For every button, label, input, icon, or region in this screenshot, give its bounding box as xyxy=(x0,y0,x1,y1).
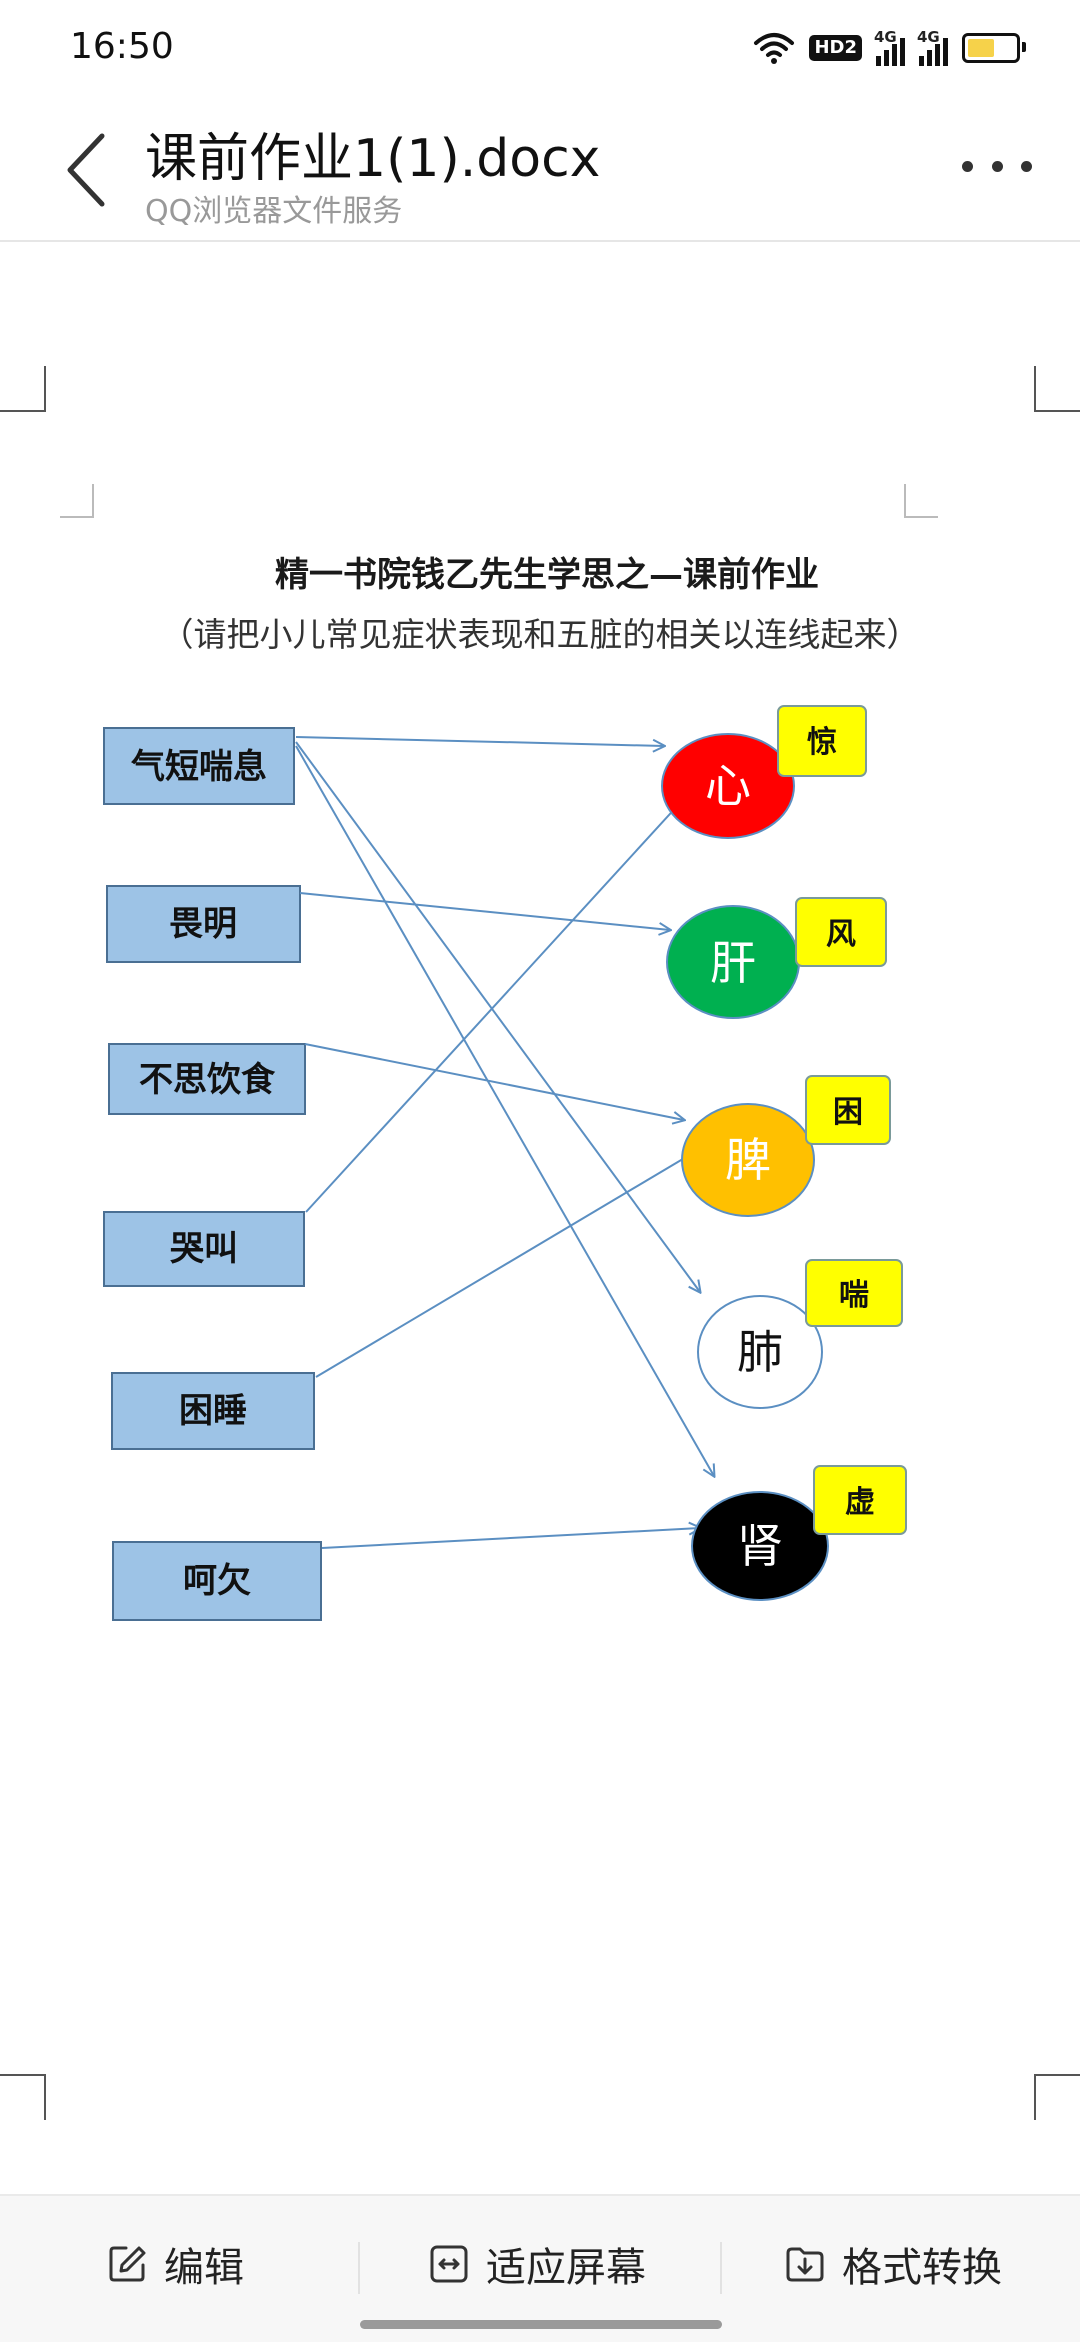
page-corner-mark xyxy=(1034,366,1080,412)
arrow-line xyxy=(304,1043,684,1120)
home-indicator[interactable] xyxy=(360,2320,722,2329)
format-convert-label: 格式转换 xyxy=(842,2245,1002,2291)
folder-download-icon xyxy=(786,2247,824,2282)
toolbar-divider xyxy=(358,2242,360,2294)
more-dot-icon xyxy=(962,160,973,172)
page-corner-mark xyxy=(0,366,46,412)
document-source: QQ浏览器文件服务 xyxy=(145,194,403,229)
arrow-line xyxy=(305,792,690,1213)
network-type-2: 4G xyxy=(917,28,940,46)
arrow-line xyxy=(295,741,700,1292)
worksheet-title: 精一书院钱乙先生学思之—课前作业 xyxy=(275,555,819,595)
fit-screen-label: 适应屏幕 xyxy=(486,2245,646,2291)
organ-tag: 虚 xyxy=(845,1485,875,1520)
arrow-line xyxy=(321,1528,700,1549)
connection-arrows xyxy=(295,736,714,1549)
format-convert-button[interactable]: 格式转换 xyxy=(784,2234,1002,2294)
document-title: 课前作业1(1).docx xyxy=(145,129,601,189)
title-bar: 课前作业1(1).docx QQ浏览器文件服务 xyxy=(0,96,1080,242)
fit-screen-button[interactable]: 适应屏幕 xyxy=(428,2234,646,2294)
back-button[interactable] xyxy=(58,130,118,210)
symptom-box: 呵欠 xyxy=(112,1541,322,1621)
status-icons: HD2 4G 4G xyxy=(753,26,1026,70)
hd-voice-icon: HD2 xyxy=(809,35,862,61)
organ-tag: 困 xyxy=(833,1095,863,1130)
organ-label: 脾 xyxy=(725,1133,771,1187)
organ-liver: 肝 风 xyxy=(666,897,887,1019)
battery-icon xyxy=(962,33,1026,63)
signal-icon-1: 4G xyxy=(874,28,905,66)
page-corner-mark xyxy=(1034,2074,1080,2120)
symptom-box: 畏明 xyxy=(106,885,301,963)
organ-label: 肾 xyxy=(737,1519,783,1573)
symptom-label: 气短喘息 xyxy=(130,747,267,787)
fit-width-icon xyxy=(430,2245,468,2283)
more-options-button[interactable] xyxy=(962,146,1032,186)
chevron-left-icon xyxy=(67,133,105,207)
status-time: 16:50 xyxy=(70,26,174,67)
symptom-box: 困睡 xyxy=(111,1372,315,1450)
margin-corner-mark xyxy=(904,484,938,518)
edit-label: 编辑 xyxy=(164,2245,244,2291)
wifi-icon xyxy=(754,33,795,64)
organ-spleen: 脾 困 xyxy=(681,1075,891,1217)
organ-label: 心 xyxy=(705,759,751,813)
toolbar-divider xyxy=(720,2242,722,2294)
organ-tag: 风 xyxy=(826,917,856,952)
symptom-label: 不思饮食 xyxy=(139,1060,276,1100)
symptom-label: 呵欠 xyxy=(183,1561,251,1601)
arrow-line xyxy=(295,745,714,1476)
more-dot-icon xyxy=(1021,160,1032,172)
network-type-1: 4G xyxy=(874,28,897,46)
symptom-box: 哭叫 xyxy=(103,1211,305,1287)
edit-icon xyxy=(109,2246,146,2282)
arrow-line xyxy=(295,736,664,746)
organ-lung: 肺 喘 xyxy=(697,1259,903,1409)
arrow-line xyxy=(315,1150,698,1378)
worksheet-instructions: （请把小儿常见症状表现和五脏的相关以连线起来） xyxy=(161,615,920,654)
signal-icon-2: 4G xyxy=(917,28,948,66)
organ-label: 肺 xyxy=(737,1325,783,1379)
symptom-label: 哭叫 xyxy=(170,1229,238,1269)
status-bar: 16:50 HD2 4G 4G xyxy=(0,0,1080,96)
organ-tag: 喘 xyxy=(839,1278,869,1313)
page-corner-mark xyxy=(0,2074,46,2120)
margin-corner-mark xyxy=(60,484,94,518)
symptom-box: 气短喘息 xyxy=(103,727,295,805)
bottom-toolbar: 编辑 适应屏幕 格式转换 xyxy=(0,2194,1080,2342)
organ-label: 肝 xyxy=(710,936,756,990)
edit-button[interactable]: 编辑 xyxy=(106,2234,244,2294)
matching-diagram: 精一书院钱乙先生学思之—课前作业 （请把小儿常见症状表现和五脏的相关以连线起来）… xyxy=(103,555,920,1621)
more-dot-icon xyxy=(991,160,1003,172)
organ-heart: 心 惊 xyxy=(661,705,867,839)
organ-tag: 惊 xyxy=(807,725,837,760)
symptom-box: 不思饮食 xyxy=(108,1043,306,1115)
symptom-label: 困睡 xyxy=(179,1391,247,1431)
arrow-line xyxy=(299,892,670,930)
symptom-label: 畏明 xyxy=(169,904,237,944)
organ-kidney: 肾 虚 xyxy=(691,1465,907,1601)
